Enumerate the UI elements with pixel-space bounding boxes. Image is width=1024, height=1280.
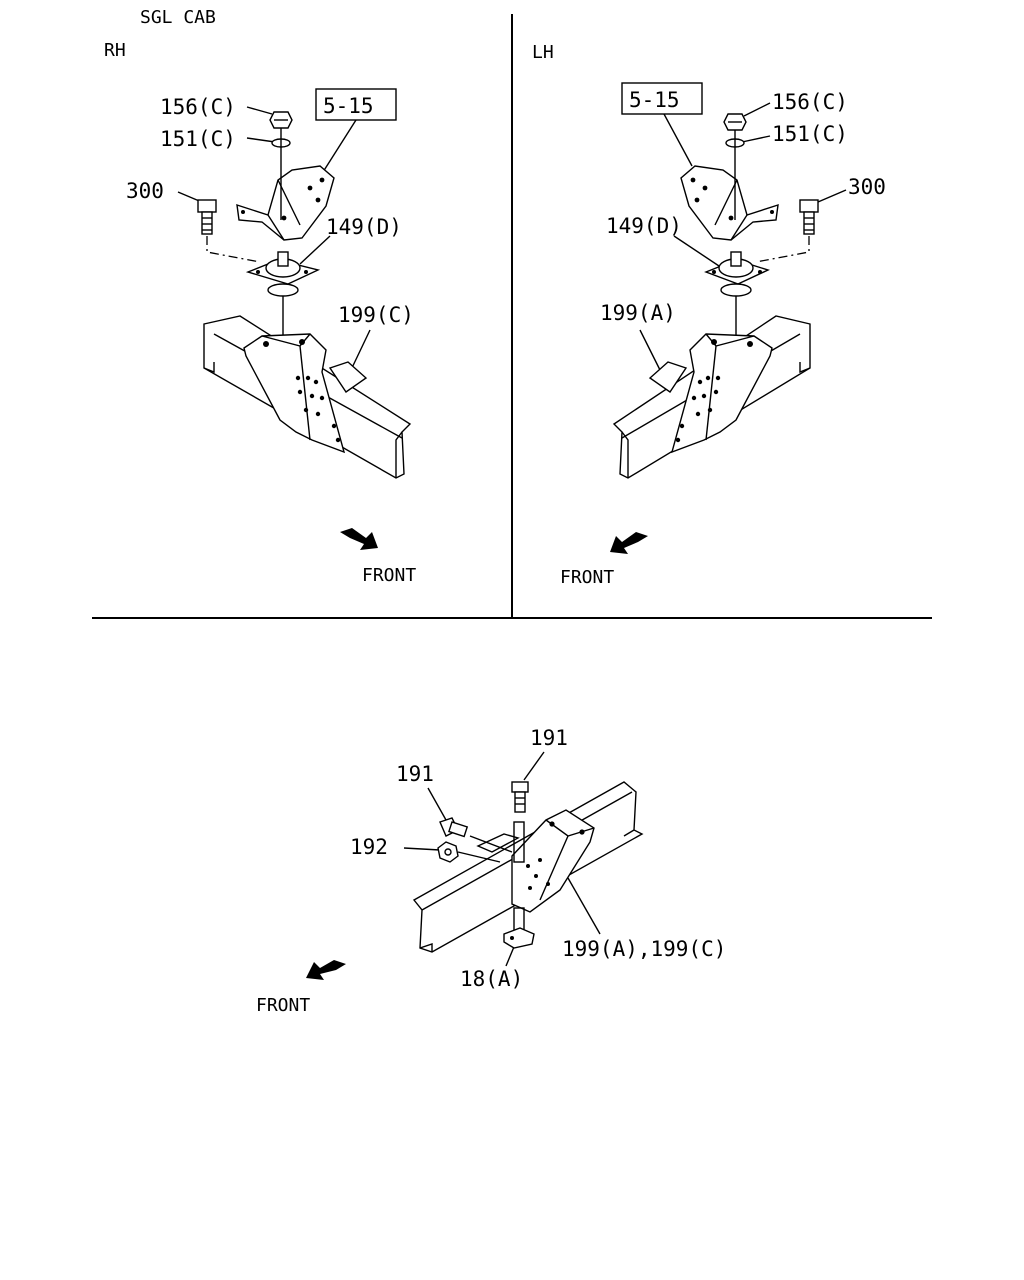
lh-cab-bracket-icon	[680, 165, 779, 241]
lh-ref-box[interactable]	[621, 82, 703, 115]
lh-callout-bolt: 300	[848, 175, 886, 199]
lh-callout-nut: 156(C)	[772, 90, 848, 114]
bottom-front-arrow-icon	[306, 960, 346, 980]
lh-side-label: LH	[532, 42, 554, 63]
lh-front-arrow-icon	[610, 532, 648, 554]
rh-bolt-icon	[197, 199, 217, 235]
rh-side-label: RH	[104, 40, 126, 61]
rh-ref-box-label: 5-15	[323, 94, 374, 118]
cab-type-title: SGL CAB	[140, 7, 216, 28]
lh-panel: 5-15 156(C) 151(C) 300 149(D) 199(A)	[560, 82, 886, 588]
rh-callout-bolt: 300	[126, 179, 164, 203]
rh-callout-washer: 151(C)	[160, 127, 236, 151]
bottom-callout-horizontal-bolt: 191	[396, 762, 434, 786]
bottom-callout-vertical-bolt: 191	[530, 726, 568, 750]
lh-chassis-bracket-icon	[648, 333, 773, 454]
bottom-callout-bracket: 199(A),199(C)	[562, 937, 726, 961]
rh-rubber-mount-icon	[245, 251, 321, 297]
rh-front-arrow-icon	[340, 528, 378, 550]
bottom-nut-icon	[437, 841, 501, 863]
bottom-front-label: FRONT	[256, 995, 310, 1016]
bottom-chassis-bracket-icon	[511, 809, 595, 913]
rh-chassis-bracket-icon	[243, 333, 368, 454]
rh-callout-bracket: 199(C)	[338, 303, 414, 327]
rh-callout-mount: 149(D)	[326, 215, 402, 239]
lh-rubber-mount-icon	[704, 251, 770, 297]
rh-nut-icon	[269, 111, 293, 129]
bottom-horizontal-bolt-icon	[439, 817, 513, 853]
rh-panel: 5-15 156(C) 151(C) 300 149(D) 199(C)	[126, 88, 416, 586]
bottom-vertical-bolt-icon	[511, 781, 529, 813]
lh-callout-mount: 149(D)	[606, 214, 682, 238]
bottom-callout-plate: 18(A)	[460, 967, 523, 991]
bottom-plate-icon	[503, 927, 535, 949]
rh-callout-nut: 156(C)	[160, 95, 236, 119]
lh-callout-washer: 151(C)	[772, 122, 848, 146]
bottom-callout-nut: 192	[350, 835, 388, 859]
lh-bolt-icon	[799, 199, 819, 235]
rh-cab-bracket-icon	[236, 165, 335, 241]
lh-ref-box-label: 5-15	[629, 88, 680, 112]
rh-front-label: FRONT	[362, 565, 416, 586]
lh-callout-bracket: 199(A)	[600, 301, 676, 325]
lh-nut-icon	[723, 113, 747, 131]
lh-front-label: FRONT	[560, 567, 614, 588]
bottom-panel: 191 191 192 199(A),199(C) 18(A)	[256, 726, 726, 1016]
